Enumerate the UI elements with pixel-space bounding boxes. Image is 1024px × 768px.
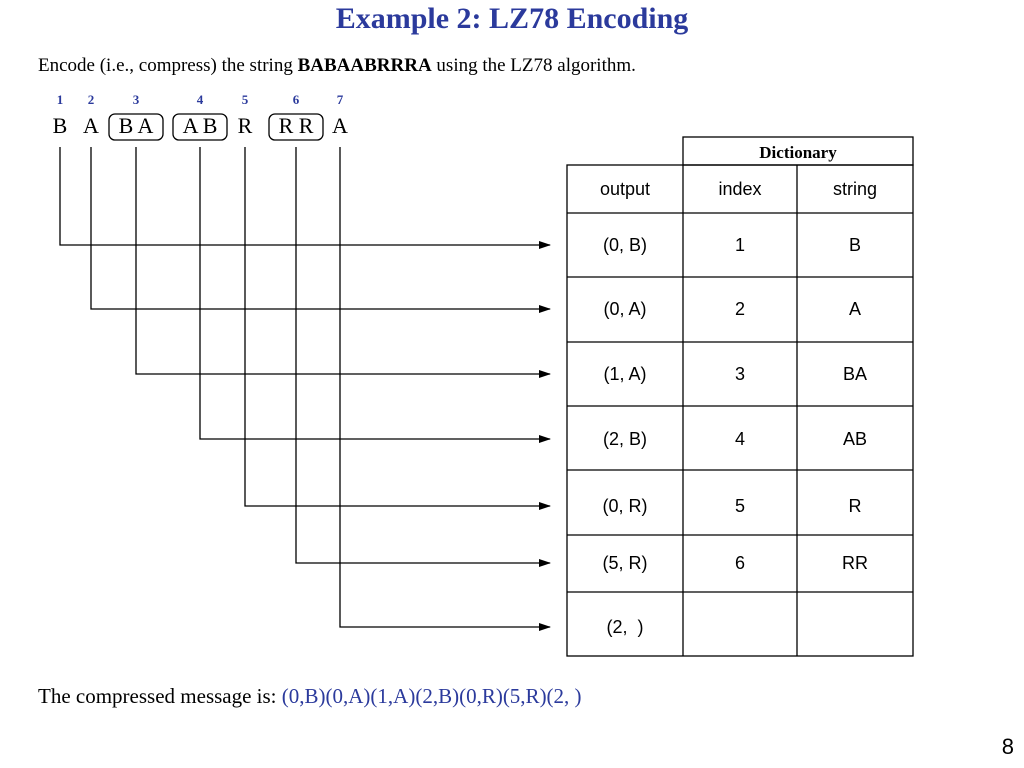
cell-output: (0, B): [603, 235, 647, 255]
symbol-chars: B A: [119, 113, 154, 138]
symbol-index-label: 7: [337, 92, 344, 107]
cell-index: 3: [735, 364, 745, 384]
symbol-index-label: 4: [197, 92, 204, 107]
cell-output: (0, A): [603, 299, 646, 319]
compressed-message-label: The compressed message is:: [38, 684, 282, 708]
symbol-group-1: 1B: [53, 92, 68, 138]
symbol-chars: B: [53, 113, 68, 138]
symbol-chars: A: [332, 113, 348, 138]
symbol-index-label: 5: [242, 92, 249, 107]
phrase-box: [268, 113, 324, 141]
cell-output: (2, B): [603, 429, 647, 449]
symbol-index-label: 1: [57, 92, 64, 107]
symbol-index-label: 2: [88, 92, 95, 107]
symbol-group-5: 5R: [238, 92, 253, 138]
symbol-index-label: 3: [133, 92, 140, 107]
cell-string: R: [849, 496, 862, 516]
intro-after: using the LZ78 algorithm.: [431, 55, 636, 76]
page-number: 8: [1001, 734, 1014, 759]
symbol-group-6: 6 R R: [268, 92, 324, 141]
arrow-connector-4: [199, 147, 551, 443]
arrow-connector-3: [135, 147, 551, 378]
symbol-group-7: 7A: [332, 92, 348, 138]
arrow-connectors: [59, 147, 551, 631]
cell-string: A: [849, 299, 861, 319]
slide-title: Example 2: LZ78 Encoding: [335, 2, 689, 35]
table-row: (1, A) 3 BA: [603, 364, 867, 384]
table-row: (0, R) 5 R: [603, 496, 862, 516]
symbol-chars: A: [83, 113, 99, 138]
cell-string: AB: [843, 429, 867, 449]
cell-string: BA: [843, 364, 867, 384]
symbol-chars: A B: [183, 113, 218, 138]
symbol-group-4: 4 A B: [172, 92, 228, 141]
phrase-box: [108, 113, 164, 141]
table-outline: [566, 164, 914, 657]
cell-output: (2, ): [606, 617, 643, 637]
arrow-connector-2: [90, 147, 551, 313]
arrow-connector-6: [295, 147, 551, 567]
dictionary-header: Dictionary: [759, 143, 837, 162]
table-row: (2, B) 4 AB: [603, 429, 867, 449]
table-row: (2, ): [606, 617, 643, 637]
cell-output: (0, R): [603, 496, 648, 516]
intro-before: Encode (i.e., compress) the string: [38, 55, 298, 76]
symbol-index-label: 6: [293, 92, 300, 107]
cell-string: B: [849, 235, 861, 255]
intro-text: Encode (i.e., compress) the string BABAA…: [38, 55, 636, 77]
header-output: output: [600, 179, 650, 199]
cell-string: RR: [842, 553, 868, 573]
table-row: (5, R) 6 RR: [603, 553, 869, 573]
table-row: (0, A) 2 A: [603, 299, 861, 319]
arrow-connector-5: [244, 147, 551, 510]
cell-index: 4: [735, 429, 745, 449]
cell-index: 1: [735, 235, 745, 255]
cell-output: (1, A): [603, 364, 646, 384]
compressed-message: (0,B)(0,A)(1,A)(2,B)(0,R)(5,R)(2, ): [281, 684, 582, 708]
dictionary-table: Dictionary output index string (0, B) 1 B (0, A…: [566, 136, 914, 657]
symbol-chars: R: [238, 113, 253, 138]
cell-index: 6: [735, 553, 745, 573]
header-index: index: [718, 179, 761, 199]
header-string: string: [833, 179, 877, 199]
symbol-chars: R R: [279, 113, 314, 138]
arrow-connector-1: [59, 147, 551, 249]
input-string: BABAABRRRA: [297, 55, 432, 76]
arrow-connector-7: [339, 147, 551, 631]
phrase-box: [172, 113, 228, 141]
symbol-group-2: 2A: [83, 92, 99, 138]
symbol-group-3: 3 B A: [108, 92, 164, 141]
cell-output: (5, R): [603, 553, 648, 573]
table-row: (0, B) 1 B: [603, 235, 861, 255]
cell-index: 5: [735, 496, 745, 516]
compressed-message-line: The compressed message is: (0,B)(0,A)(1,…: [38, 684, 582, 709]
cell-index: 2: [735, 299, 745, 319]
